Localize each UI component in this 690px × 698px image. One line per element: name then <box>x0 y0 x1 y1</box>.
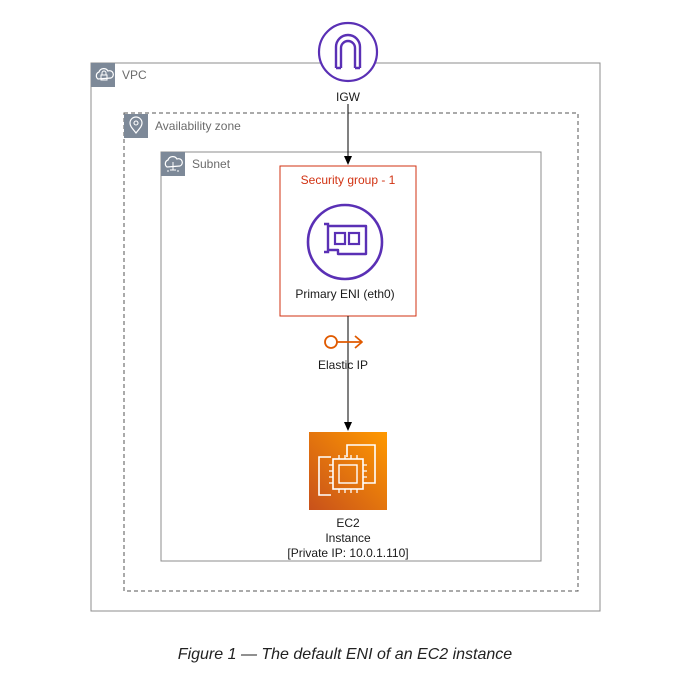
subnet-label: Subnet <box>192 157 231 171</box>
ec2-node[interactable]: EC2 Instance [Private IP: 10.0.1.110] <box>287 432 409 560</box>
eni-node[interactable]: Primary ENI (eth0) <box>295 203 395 301</box>
ec2-private-ip: [Private IP: 10.0.1.110] <box>287 546 408 560</box>
ec2-instance-icon <box>309 432 387 510</box>
igw-label: IGW <box>336 90 361 104</box>
ec2-label-line1: EC2 <box>336 516 360 530</box>
vpc-label: VPC <box>122 68 147 82</box>
location-pin-icon <box>124 114 148 138</box>
network-interface-card-icon <box>324 222 368 256</box>
figure-caption: Figure 1 — The default ENI of an EC2 ins… <box>177 646 513 663</box>
igw-node[interactable]: IGW <box>317 21 379 104</box>
elastic-ip-label: Elastic IP <box>318 358 368 372</box>
subnet-group: Subnet <box>160 151 542 562</box>
vpc-cloud-lock-icon <box>91 63 115 87</box>
internet-gateway-icon <box>334 33 362 70</box>
elastic-ip-node[interactable]: Elastic IP <box>318 335 368 372</box>
availability-zone-label: Availability zone <box>155 119 241 133</box>
elastic-ip-icon <box>324 335 363 349</box>
subnet-cloud-icon <box>161 152 185 176</box>
ec2-label-line2: Instance <box>325 531 371 545</box>
security-group-label: Security group - 1 <box>301 173 396 187</box>
eni-label: Primary ENI (eth0) <box>295 287 394 301</box>
availability-zone-group: Availability zone <box>123 112 579 592</box>
